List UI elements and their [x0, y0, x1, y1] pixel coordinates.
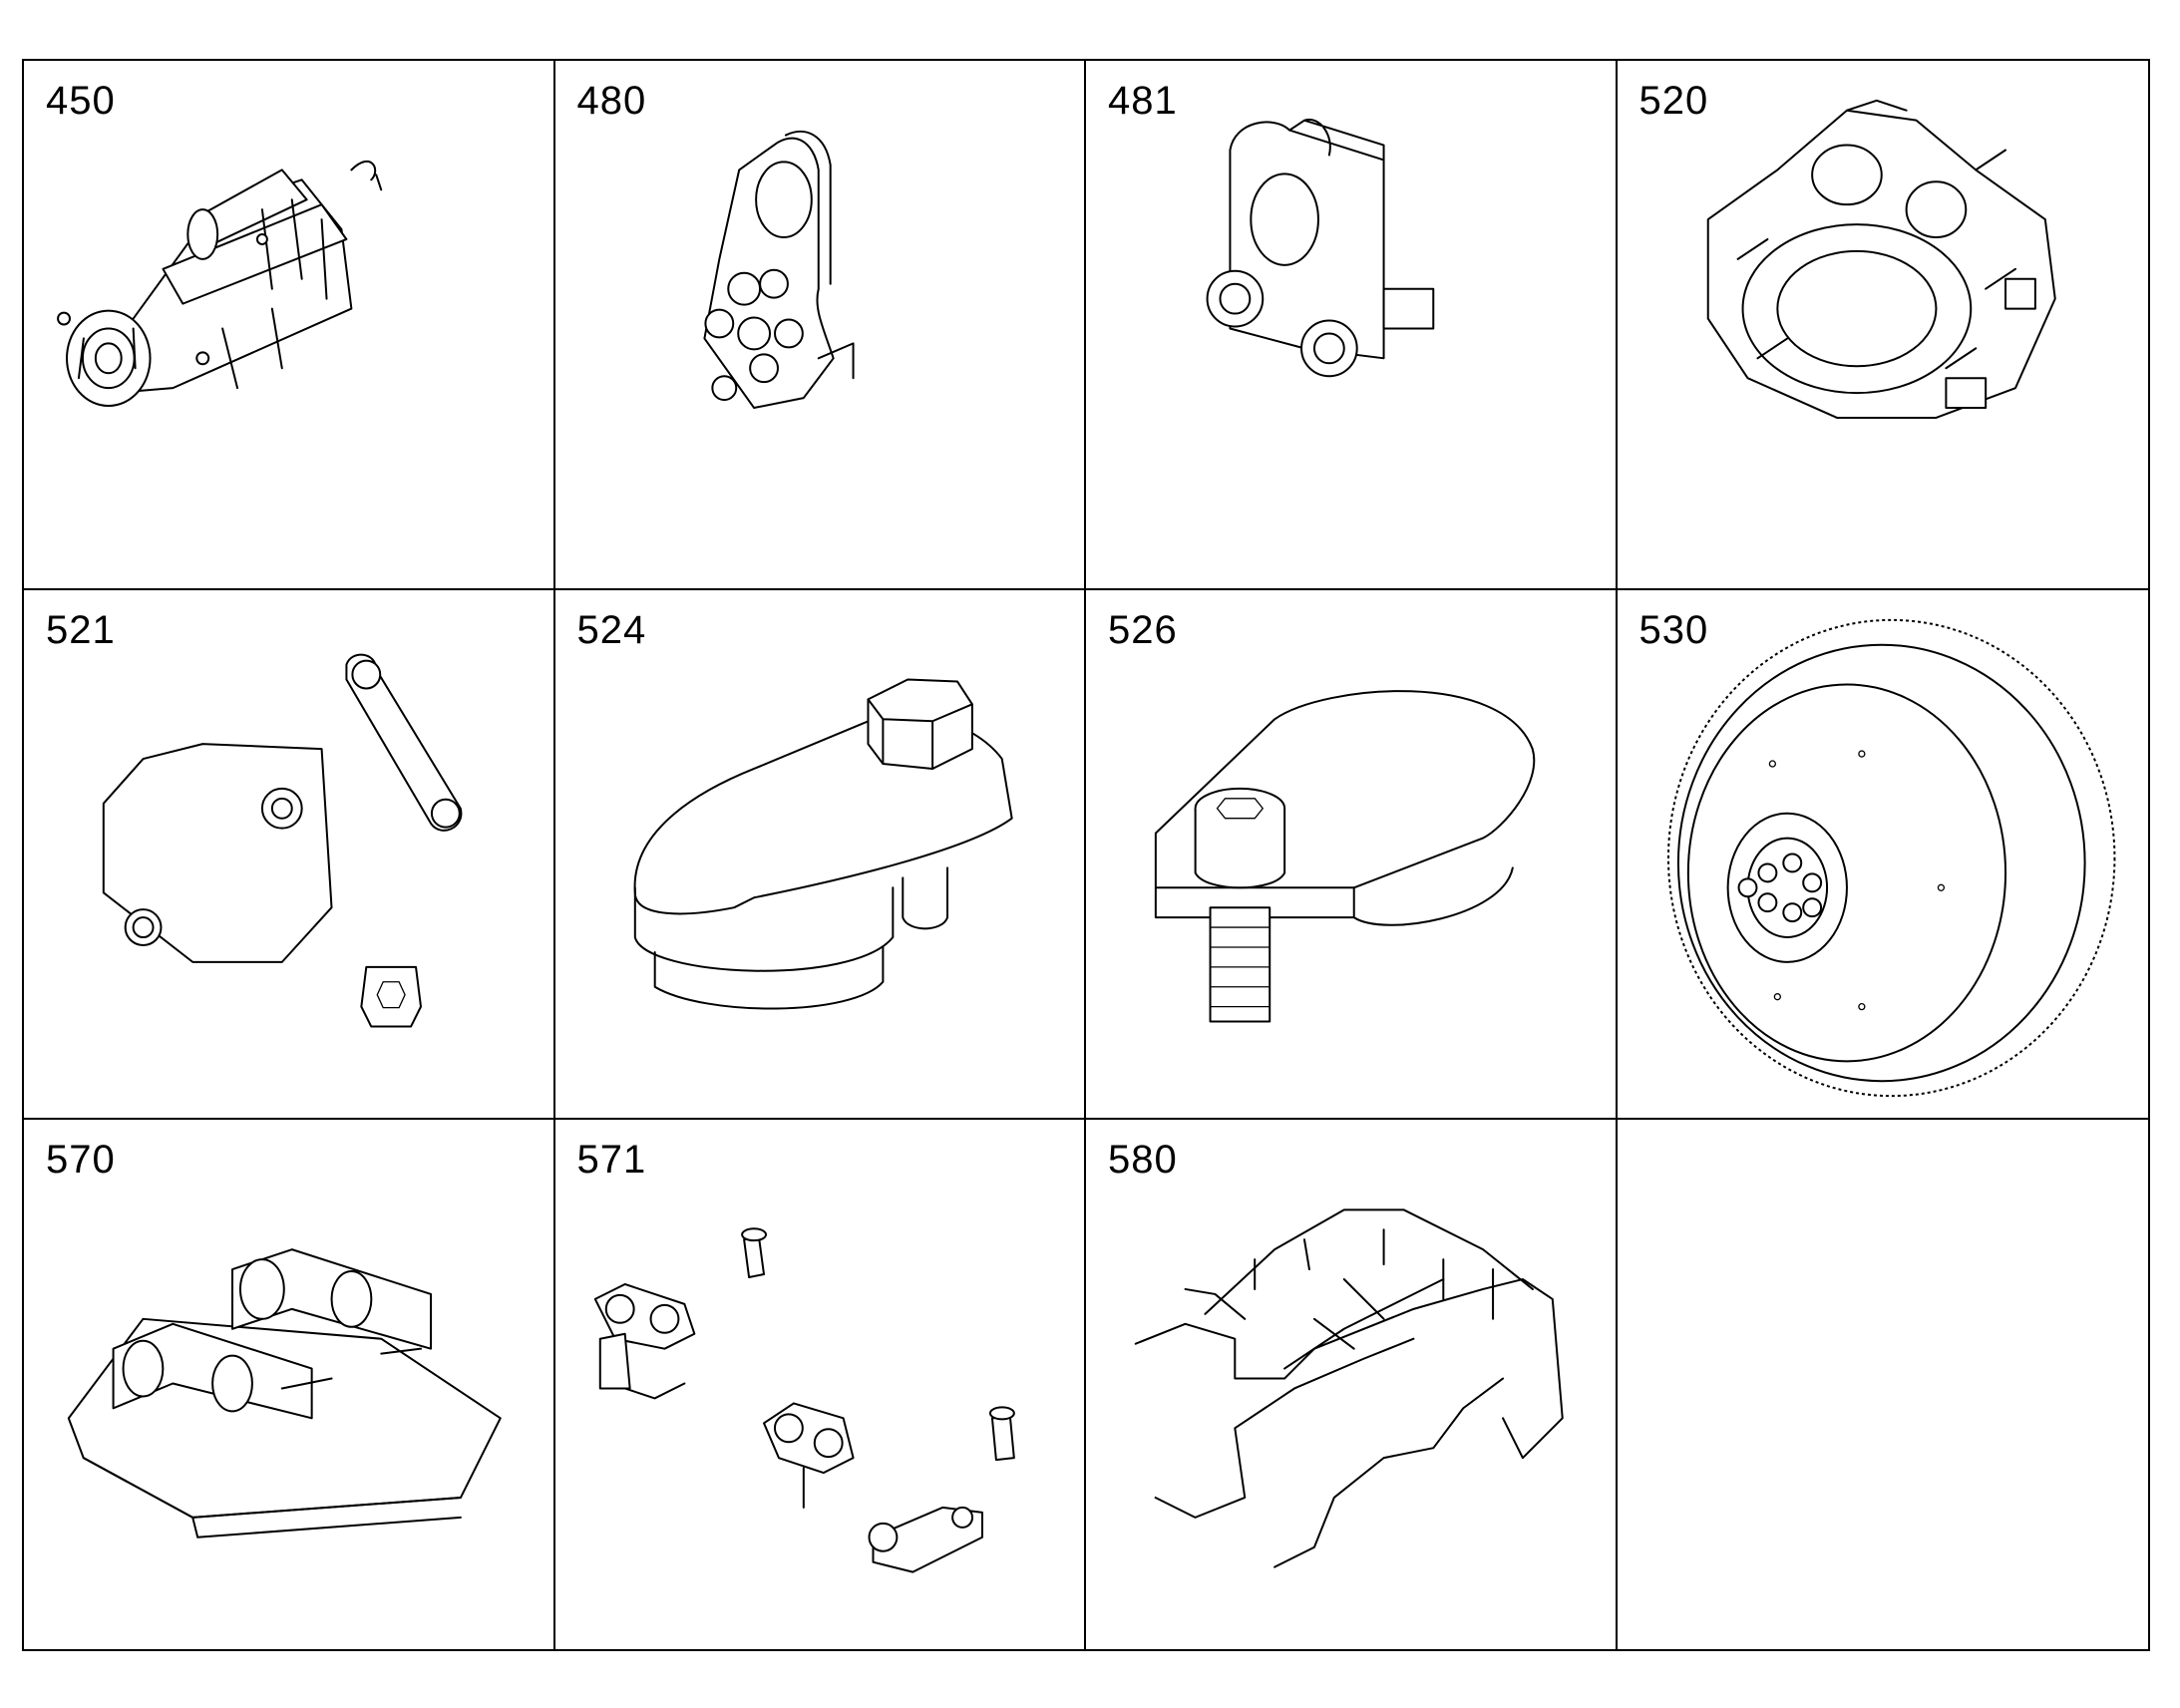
part-cell-526[interactable]: 526	[1086, 590, 1618, 1120]
part-cell-481[interactable]: 481	[1086, 61, 1618, 590]
lifting-eye-bracket-icon	[1086, 61, 1616, 588]
part-cell-571[interactable]: 571	[555, 1120, 1086, 1649]
part-cell-521[interactable]: 521	[24, 590, 555, 1120]
part-number: 480	[576, 79, 647, 123]
part-number: 481	[1108, 79, 1178, 123]
parts-catalog-grid: 450 480	[22, 59, 2150, 1651]
part-number: 570	[46, 1138, 116, 1182]
part-number: 524	[576, 608, 647, 652]
part-number: 571	[576, 1138, 647, 1182]
ecu-mounting-kit-icon	[555, 1120, 1085, 1649]
engine-control-unit-icon	[24, 1120, 553, 1649]
empty-cell	[1618, 1120, 2149, 1649]
flywheel-icon	[1618, 590, 2149, 1118]
part-number: 520	[1638, 79, 1709, 123]
part-cell-520[interactable]: 520	[1617, 61, 2149, 590]
part-cell-570[interactable]: 570	[24, 1120, 555, 1649]
starter-motor-icon	[24, 61, 553, 588]
part-number: 526	[1108, 608, 1178, 652]
wiring-harness-icon	[1086, 1120, 1616, 1649]
clamp-with-hex-bolt-icon	[555, 590, 1085, 1118]
part-cell-530[interactable]: 530	[1617, 590, 2149, 1120]
part-number: 450	[46, 79, 116, 123]
clamp-with-socket-screw-icon	[1086, 590, 1616, 1118]
cover-plate-kit-icon	[24, 590, 553, 1118]
part-cell-524[interactable]: 524	[554, 590, 1086, 1120]
part-number: 521	[46, 608, 116, 652]
part-cell-450[interactable]: 450	[24, 61, 555, 590]
part-number: 530	[1638, 608, 1709, 652]
part-cell-580[interactable]: 580	[1086, 1120, 1618, 1649]
lifting-bracket-icon	[555, 61, 1085, 588]
part-cell-480[interactable]: 480	[554, 61, 1086, 590]
flywheel-housing-icon	[1618, 61, 2149, 588]
part-number: 580	[1108, 1138, 1178, 1182]
